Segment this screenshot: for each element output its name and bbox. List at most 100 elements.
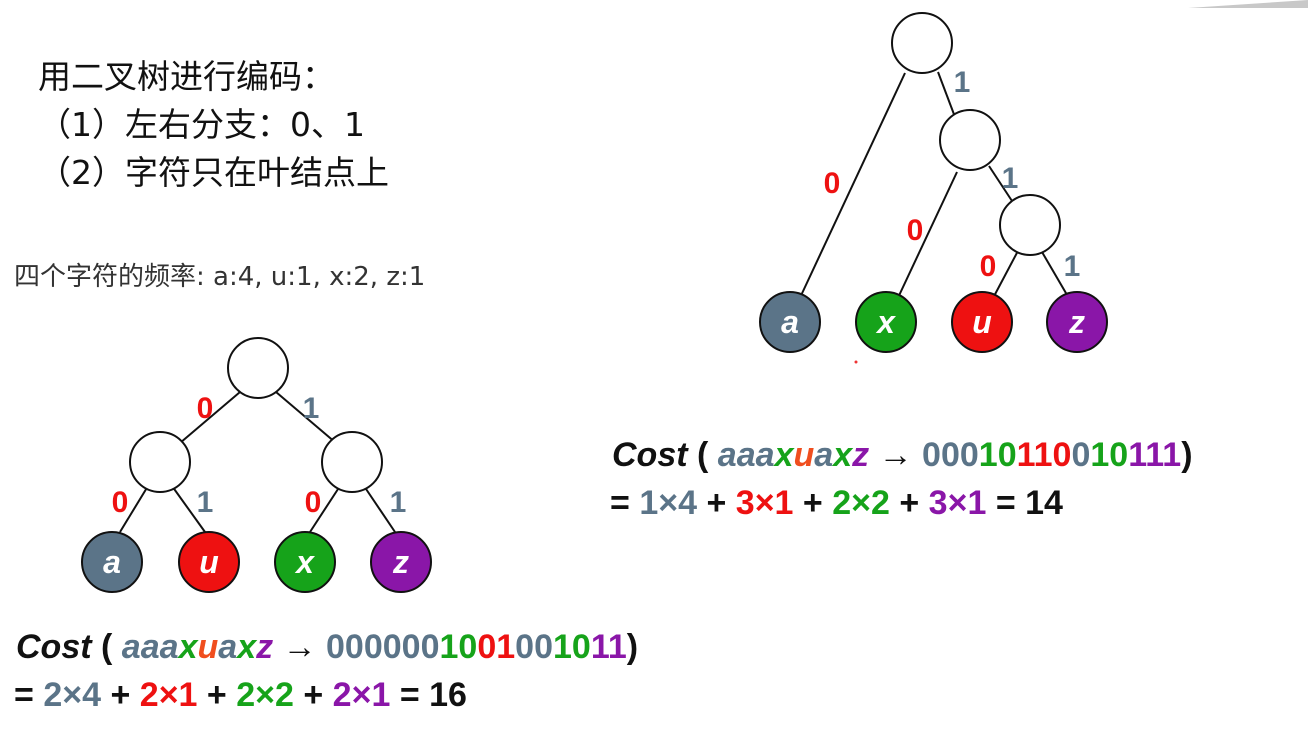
skewed-root-node: [891, 12, 953, 74]
skewed-leaf-x: [855, 291, 917, 353]
msg-char: a: [140, 628, 160, 666]
skewed-leaf-z: [1046, 291, 1108, 353]
skewed-edge-n1-n2: [988, 165, 1015, 205]
balanced-edge-label: 1: [303, 392, 320, 425]
msg-char: a: [159, 628, 179, 666]
balanced-edge-r-x: [309, 485, 341, 533]
balanced-leaf-a: [81, 531, 143, 593]
balanced-edge-label: 0: [305, 486, 322, 519]
code-chunk: 10: [552, 628, 591, 666]
msg-char: z: [852, 436, 870, 474]
skewed-leaf-label-a: a: [781, 304, 799, 340]
code-chunk: 10: [978, 436, 1017, 474]
msg-char: x: [774, 436, 794, 474]
skewed-edge-label: 0: [824, 167, 841, 200]
balanced-edge-label: 1: [390, 486, 407, 519]
code-chunk: 00: [363, 628, 402, 666]
msg-char: a: [755, 436, 775, 474]
skewed-edge-root-n1: [937, 71, 956, 118]
cost-word: Cost: [612, 436, 688, 474]
code-chunk: 00: [401, 628, 440, 666]
frequency-line: 四个字符的频率: a:4, u:1, x:2, z:1: [14, 262, 426, 292]
term: 1×4: [639, 484, 698, 522]
code-chunk: 0: [959, 436, 979, 474]
term: 2×2: [832, 484, 890, 522]
skewed-leaf-label-x: x: [875, 304, 896, 340]
code-chunk: 111: [1128, 436, 1182, 474]
stray-dot: [854, 360, 858, 364]
msg-char: a: [736, 436, 756, 474]
cost-balanced-line: Cost ( aaaxuaxz → 0000001001001011): [16, 628, 638, 667]
cost-skewed-line: Cost ( aaaxuaxz → 00010110010111): [612, 436, 1193, 475]
skewed-edge-label: 0: [980, 250, 997, 283]
code-chunk: 0: [940, 436, 960, 474]
code-chunk: 01: [477, 628, 516, 666]
balanced-leaf-z: [370, 531, 432, 593]
term: 2×1: [139, 676, 198, 714]
skewed-leaf-label-z: z: [1068, 304, 1085, 340]
balanced-edge-label: 1: [197, 486, 214, 519]
rule-leaves: （2）字符只在叶结点上: [38, 153, 389, 192]
balanced-edge-label: 0: [112, 486, 129, 519]
skewed-internal-node-2: [999, 194, 1061, 256]
balanced-edge-l-u: [171, 485, 206, 533]
skewed-edge-label: 1: [1002, 162, 1019, 195]
paren-close: ): [1181, 436, 1193, 474]
paren-open: (: [697, 436, 709, 474]
balanced-edge-l-a: [119, 485, 149, 533]
msg-char: x: [833, 436, 853, 474]
skewed-edge-label: 1: [954, 66, 971, 99]
balanced-leaf-label-x: x: [294, 544, 315, 580]
rule-branches: （1）左右分支：0、1: [38, 105, 365, 144]
paren-close: ): [626, 628, 639, 666]
balanced-edge-root-l: [179, 391, 241, 444]
code-chunk: 00: [326, 628, 364, 666]
balanced-edge-r-z: [363, 485, 396, 533]
balanced-leaf-label-a: a: [103, 544, 121, 580]
skewed-edge-label: 1: [1064, 250, 1081, 283]
term: 2×1: [332, 676, 391, 714]
code-chunk: 00: [515, 628, 553, 666]
code-chunk: 110: [1016, 436, 1072, 474]
paren-open: (: [101, 628, 113, 666]
skewed-leaf-label-u: u: [972, 304, 992, 340]
msg-char: z: [256, 628, 274, 666]
skewed-leaf-a: [759, 291, 821, 353]
balanced-edge-label: 0: [197, 392, 214, 425]
msg-char: u: [793, 436, 815, 474]
code-chunk: 10: [439, 628, 478, 666]
slide-corner-decoration: [1188, 0, 1308, 8]
heading-title: 用二叉树进行编码：: [38, 57, 335, 96]
formula-balanced: = 2×4 + 2×1 + 2×2 + 2×1 = 16: [14, 676, 467, 714]
balanced-leaf-u: [178, 531, 240, 593]
msg-char: x: [237, 628, 257, 666]
equals-sign: =: [610, 484, 630, 522]
term: 2×2: [236, 676, 294, 714]
term: 2×4: [43, 676, 102, 714]
code-chunk: 10: [1090, 436, 1129, 474]
arrow: →: [282, 628, 317, 666]
balanced-root-node: [227, 337, 289, 399]
equals-sign: =: [14, 676, 34, 714]
balanced-leaf-label-u: u: [199, 544, 219, 580]
balanced-leaf-x: [274, 531, 336, 593]
msg-char: a: [717, 436, 737, 474]
msg-char: a: [121, 628, 141, 666]
balanced-edge-root-r: [275, 391, 337, 444]
skewed-edge-label: 0: [907, 214, 924, 247]
skewed-edge-root-a: [797, 72, 906, 303]
balanced-internal-node-left: [129, 431, 191, 493]
code-chunk: 0: [922, 436, 941, 474]
msg-char: a: [218, 628, 238, 666]
balanced-internal-node-right: [321, 431, 383, 493]
term: 3×1: [928, 484, 987, 522]
cost-word: Cost: [16, 628, 92, 666]
skewed-edge-n2-z: [1041, 251, 1071, 301]
formula-skewed: = 1×4 + 3×1 + 2×2 + 3×1 = 14: [610, 484, 1063, 522]
code-chunk: 0: [1071, 436, 1091, 474]
term: 3×1: [735, 484, 794, 522]
balanced-leaf-label-z: z: [392, 544, 409, 580]
result: = 14: [995, 484, 1063, 522]
msg-char: x: [178, 628, 198, 666]
